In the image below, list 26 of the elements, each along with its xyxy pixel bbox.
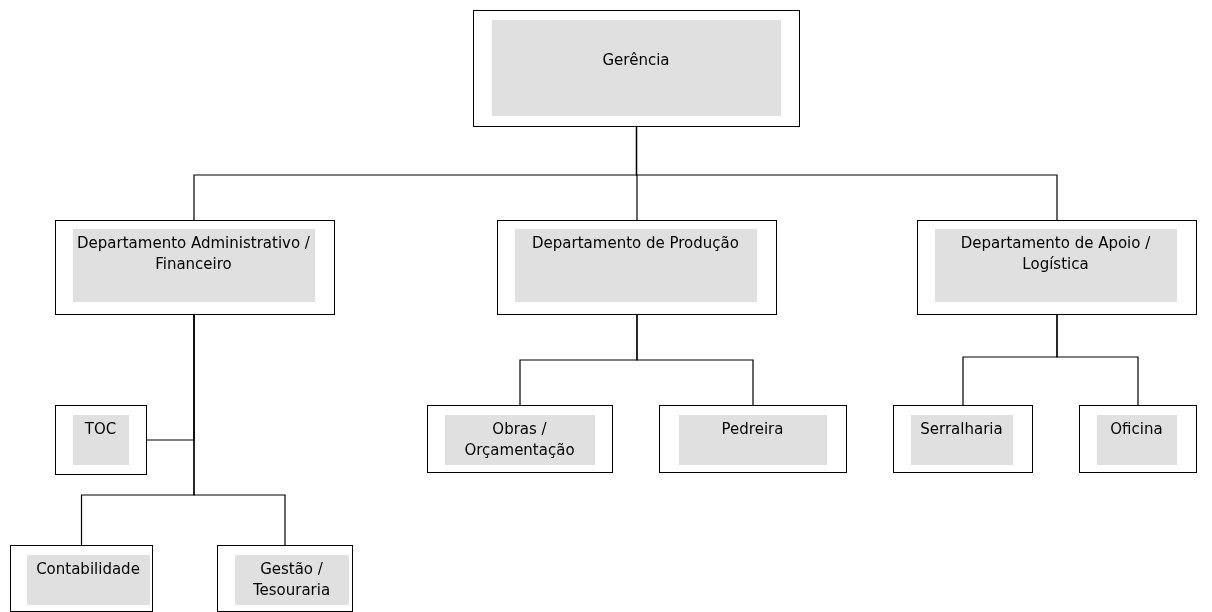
- title-panel: Contabilidade: [26, 554, 150, 605]
- title-panel: Serralharia: [910, 414, 1013, 465]
- title-panel: TOC: [72, 414, 129, 465]
- title-panel: Departamento de Apoio / Logística: [934, 228, 1177, 302]
- title-panel: Obras / Orçamentação: [444, 414, 595, 465]
- title-panel: Departamento Administrativo / Financeiro: [72, 228, 315, 302]
- org-chart-box: [55, 405, 147, 475]
- title-panel: Pedreira: [678, 414, 827, 465]
- title-panel: Gerência: [491, 19, 781, 116]
- connector-line: [635, 126, 1058, 221]
- org-chart-box: [55, 220, 335, 315]
- title-panel: Departamento de Produção: [514, 228, 757, 302]
- org-chart-box: [1079, 405, 1197, 473]
- title-panel: Gestão / Tesouraria: [234, 554, 349, 605]
- org-chart-box: [893, 405, 1033, 473]
- org-chart-box: [427, 405, 613, 473]
- org-chart-box: [473, 10, 800, 127]
- connector-line: [636, 314, 754, 406]
- org-chart-box: [659, 405, 847, 473]
- org-chart-box: [10, 545, 153, 612]
- title-panel: Oficina: [1096, 414, 1177, 465]
- connector-line: [193, 314, 286, 546]
- connector-line: [1056, 314, 1139, 406]
- org-chart-box: [217, 545, 353, 612]
- org-chart-box: [917, 220, 1197, 315]
- org-chart-box: [497, 220, 777, 315]
